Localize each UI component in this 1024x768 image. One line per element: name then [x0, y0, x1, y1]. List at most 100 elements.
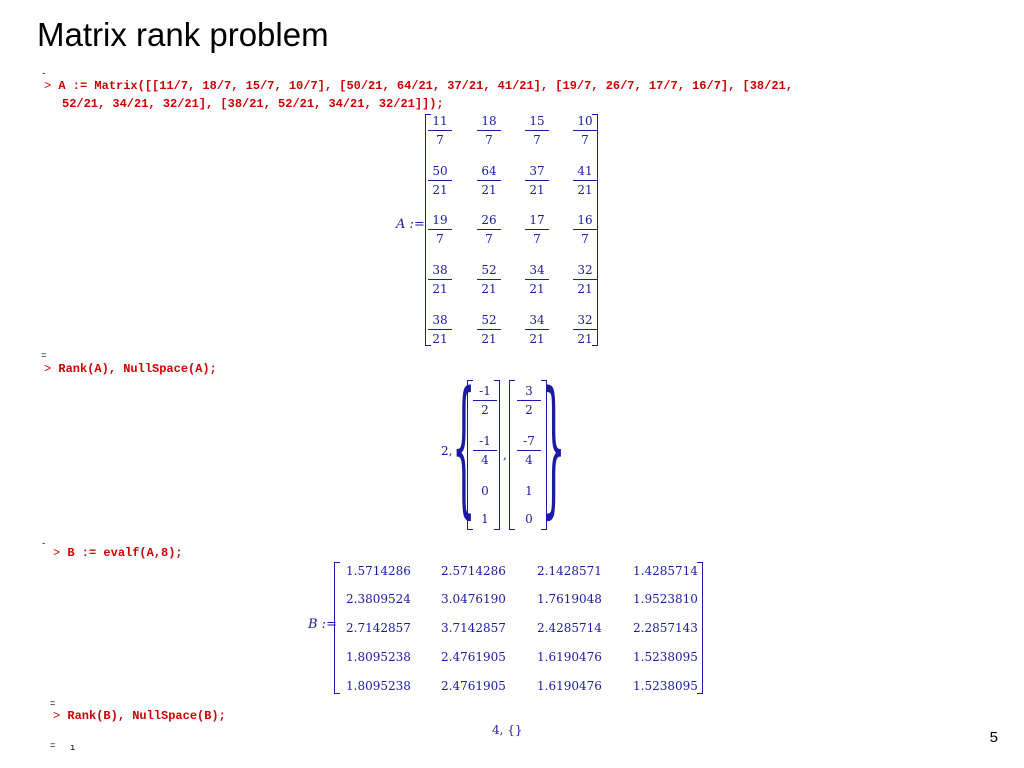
denominator: 21 [577, 282, 593, 296]
exec-group-marker: - [41, 69, 47, 79]
matrix-b-right-bracket [697, 562, 703, 694]
numerator: 15 [529, 114, 545, 128]
matrix-b-cell: 1.9523810 [633, 592, 698, 606]
denominator: 2 [481, 403, 489, 417]
fraction-bar [573, 229, 597, 230]
numerator: -1 [479, 434, 491, 448]
numerator: 41 [577, 164, 593, 178]
exec-group-marker: - [41, 539, 47, 549]
numerator: 52 [481, 263, 497, 277]
fraction-bar [525, 329, 549, 330]
input-command-2[interactable]: > Rank(A), NullSpace(A); [44, 360, 217, 379]
vector-1-left-bracket [467, 380, 473, 530]
matrix-b-cell: 1.7619048 [537, 592, 602, 606]
numerator: 11 [432, 114, 448, 128]
denominator: 21 [529, 282, 545, 296]
command-text: Rank(B), NullSpace(B); [67, 709, 226, 723]
fraction-bar [477, 279, 501, 280]
cursor-caret[interactable]: ı [70, 743, 76, 753]
denominator: 21 [577, 332, 593, 346]
matrix-b-cell: 1.4285714 [633, 564, 698, 578]
denominator: 7 [485, 232, 493, 246]
numerator: 19 [432, 213, 448, 227]
matrix-b-cell: 1.8095238 [346, 679, 411, 693]
fraction-bar [477, 229, 501, 230]
fraction-bar [573, 329, 597, 330]
input-command-1[interactable]: > A := Matrix([[11/7, 18/7, 15/7, 10/7],… [44, 77, 793, 96]
vector-separator: , [503, 448, 507, 462]
input-command-4[interactable]: > Rank(B), NullSpace(B); [53, 707, 226, 726]
prompt-symbol: > [44, 79, 52, 93]
fraction-bar [477, 130, 501, 131]
matrix-b-cell: 1.5238095 [633, 650, 698, 664]
command-text: Rank(A), NullSpace(A); [58, 362, 217, 376]
matrix-b-cell: 2.2857143 [633, 621, 698, 635]
denominator: 4 [525, 453, 533, 467]
command-text: B := evalf(A,8); [67, 546, 183, 560]
denominator: 7 [533, 232, 541, 246]
numerator: 18 [481, 114, 497, 128]
fraction-bar [573, 130, 597, 131]
prompt-symbol: > [53, 709, 61, 723]
matrix-b-left-bracket [334, 562, 340, 694]
input-command-3[interactable]: > B := evalf(A,8); [53, 544, 183, 563]
numerator: 64 [481, 164, 497, 178]
numerator: 52 [481, 313, 497, 327]
denominator: 2 [525, 403, 533, 417]
numerator: 38 [432, 263, 448, 277]
matrix-b-cell: 2.5714286 [441, 564, 506, 578]
fraction-bar [525, 279, 549, 280]
fraction-bar [428, 279, 452, 280]
vector-1-right-bracket [494, 380, 500, 530]
matrix-b-cell: 2.4285714 [537, 621, 602, 635]
matrix-a-right-bracket [592, 114, 598, 346]
set-left-brace: { [452, 360, 476, 532]
numerator: 0 [481, 484, 489, 498]
fraction-bar [473, 450, 497, 451]
denominator: 7 [436, 232, 444, 246]
fraction-bar [573, 180, 597, 181]
denominator: 21 [529, 332, 545, 346]
matrix-b-cell: 3.0476190 [441, 592, 506, 606]
matrix-b-cell: 2.1428571 [537, 564, 602, 578]
denominator: 7 [581, 232, 589, 246]
fraction-bar [428, 329, 452, 330]
denominator: 7 [581, 133, 589, 147]
rank-b-output: 4, {} [492, 723, 523, 737]
numerator: -7 [523, 434, 535, 448]
matrix-b-cell: 2.4761905 [441, 650, 506, 664]
fraction-bar [517, 450, 541, 451]
denominator: 21 [481, 282, 497, 296]
vector-2-right-bracket [541, 380, 547, 530]
matrix-b-cell: 3.7142857 [441, 621, 506, 635]
rank-a-value: 2, [441, 444, 453, 458]
vector-1-entry: 0 [471, 483, 499, 499]
numerator: 34 [529, 313, 545, 327]
vector-1-entry: 1 [471, 511, 499, 527]
page-number: 5 [989, 729, 998, 746]
numerator: 10 [577, 114, 593, 128]
matrix-b-cell: 1.6190476 [537, 650, 602, 664]
fraction-bar [525, 229, 549, 230]
matrix-a-label: A := [396, 217, 425, 232]
numerator: 26 [481, 213, 497, 227]
denominator: 7 [485, 133, 493, 147]
numerator: 1 [525, 484, 533, 498]
numerator: 32 [577, 313, 593, 327]
input-command-1-cont[interactable]: 52/21, 34/21, 32/21], [38/21, 52/21, 34/… [62, 95, 444, 114]
matrix-b-label: B := [308, 617, 337, 632]
matrix-b-cell: 1.5238095 [633, 679, 698, 693]
